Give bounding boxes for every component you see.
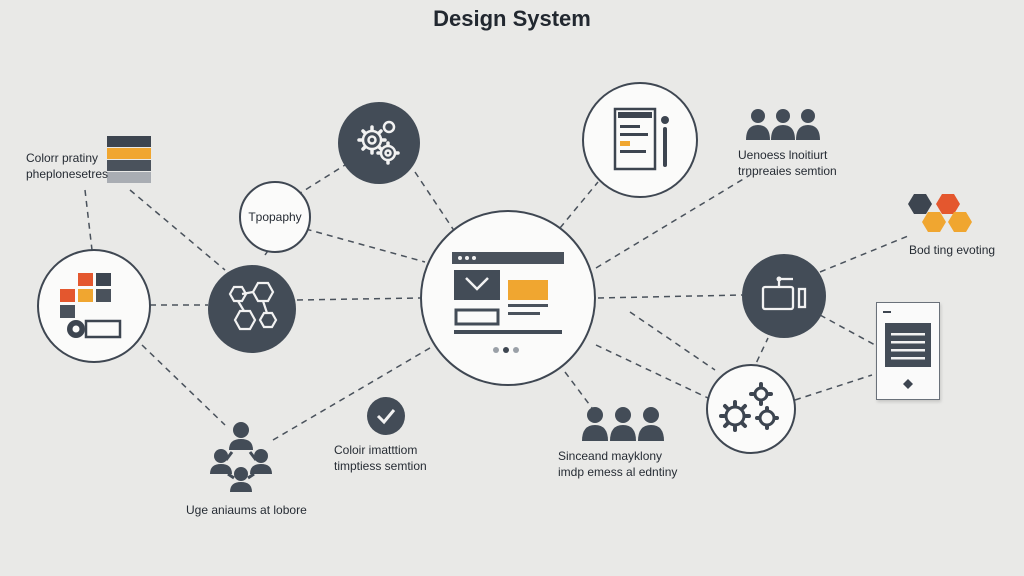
color-palette-label: Colorr pratiny pheplonesetres xyxy=(26,151,109,181)
connector-line xyxy=(819,235,909,273)
connector-line xyxy=(272,344,436,441)
settings-node[interactable] xyxy=(706,364,796,454)
connector-line xyxy=(819,314,876,346)
color-check-label: Coloir imatttiom timptiess semtion xyxy=(334,443,427,473)
document-card-icon xyxy=(883,311,931,389)
connector-line xyxy=(129,189,226,271)
connector-line xyxy=(794,374,873,401)
diagram-title: Design System xyxy=(433,6,591,31)
document-card[interactable] xyxy=(876,302,940,400)
user-hierarchy-icon xyxy=(210,422,272,492)
connector-line xyxy=(296,297,421,301)
color-grid-icon xyxy=(60,273,122,339)
user-group-icon xyxy=(582,407,664,441)
color-swatch-stack-icon xyxy=(107,136,151,183)
settings-gears-icon xyxy=(719,382,779,432)
users-top-label: Uenoess lnoitiurt trnpreaies semtion xyxy=(738,148,837,178)
typography-node[interactable]: Tpopaphy xyxy=(239,181,311,253)
check-circle-icon xyxy=(367,397,405,435)
gears-icon xyxy=(357,120,400,165)
color-grid-node[interactable] xyxy=(37,249,151,363)
connector-line xyxy=(414,171,456,233)
ui-window-layout-icon xyxy=(452,252,564,353)
document-with-pen-icon xyxy=(613,107,669,171)
bod-voting-label: Bod ting evoting xyxy=(909,243,996,257)
connector-line xyxy=(629,311,716,371)
connector-line xyxy=(559,181,599,229)
central-ui-node[interactable] xyxy=(420,210,596,386)
hexagon-network-node[interactable] xyxy=(208,265,296,353)
connector-line xyxy=(597,294,743,299)
hexagon-network-icon xyxy=(228,281,278,331)
gear-node[interactable] xyxy=(338,102,420,184)
document-node[interactable] xyxy=(582,82,698,198)
device-panel-icon xyxy=(761,276,807,311)
usage-label: Uge aniaums at lobore xyxy=(186,503,307,517)
users-bottom-label: Sinceand mayklony imdp emess al edntiny xyxy=(558,449,678,479)
device-node[interactable] xyxy=(742,254,826,338)
connector-line xyxy=(84,189,93,251)
connector-line xyxy=(595,344,709,399)
connector-line xyxy=(294,225,426,263)
connector-line xyxy=(595,174,751,269)
typography-label: Tpopaphy xyxy=(248,210,302,224)
connector-line xyxy=(564,371,593,409)
user-group-icon xyxy=(746,109,820,140)
connector-line xyxy=(141,344,226,426)
connector-line xyxy=(264,244,273,256)
hexagon-cluster-icon xyxy=(908,194,972,232)
